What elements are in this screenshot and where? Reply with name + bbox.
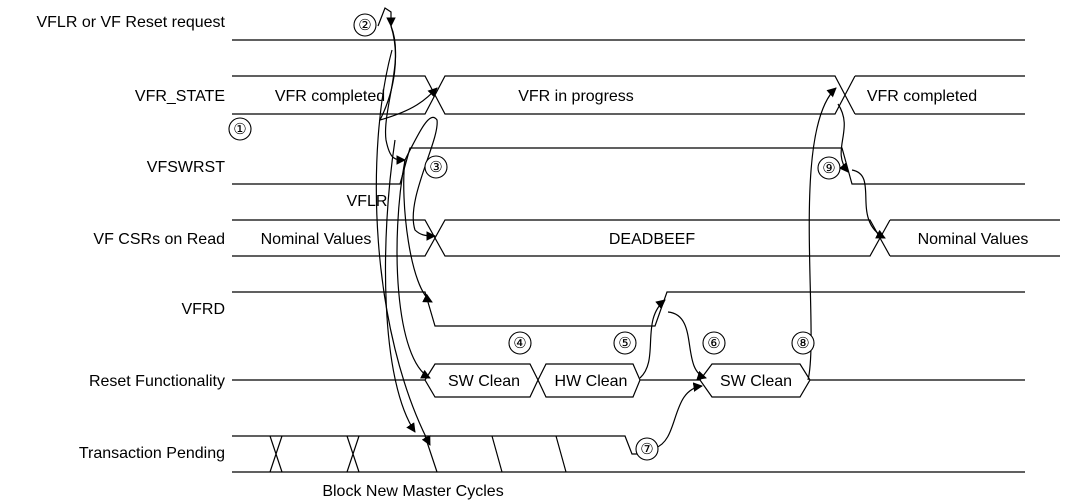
step-5-label: ⑤ — [618, 335, 631, 352]
state-vfr-in-progress: VFR in progress — [518, 88, 634, 105]
arrow-to-vfrd-low — [403, 159, 433, 303]
state-vfr-completed-1: VFR completed — [275, 88, 385, 105]
signal-label-reset-functionality: Reset Functionality — [89, 373, 225, 390]
arrow-vfr-to-vfswrst-fall — [837, 103, 849, 173]
state-vfr-completed-2: VFR completed — [867, 88, 977, 105]
reset-hw-clean: HW Clean — [555, 373, 628, 390]
step-1-label: ① — [233, 121, 246, 138]
step-6-label: ⑥ — [707, 335, 720, 352]
signal-label-vfr-state: VFR_STATE — [135, 88, 225, 105]
causality-arrows — [375, 7, 886, 449]
arrow-step2-up — [377, 7, 396, 27]
annotation-vflr: VFLR — [347, 193, 388, 210]
arrow-vfswrst-to-csr-nominal — [851, 169, 886, 239]
waveform-reset-functionality — [232, 363, 1025, 398]
step-9-circle — [817, 156, 841, 180]
csr-deadbeef: DEADBEEF — [609, 231, 695, 248]
step-8-circle — [791, 331, 815, 355]
signal-label-vflr-request: VFLR or VF Reset request — [36, 14, 225, 31]
step-8-label: ⑧ — [796, 335, 809, 352]
signal-label-transaction-pending: Transaction Pending — [79, 445, 225, 462]
annotation-block-new-master-cycles: Block New Master Cycles — [322, 483, 503, 500]
step-7-circle — [635, 437, 659, 461]
waveform-vfswrst — [232, 147, 1025, 185]
step-3-label: ③ — [429, 159, 442, 176]
signal-label-vfswrst: VFSWRST — [147, 159, 225, 176]
csr-nominal-values-2: Nominal Values — [918, 231, 1029, 248]
signal-label-vfrd: VFRD — [181, 301, 225, 318]
signal-label-vf-csrs-on-read: VF CSRs on Read — [93, 231, 225, 248]
step-2-label: ② — [358, 17, 371, 34]
step-4-circle — [508, 331, 532, 355]
waveform-transaction-pending — [232, 435, 1025, 473]
arrow-pending-to-sw-clean-2 — [654, 382, 703, 449]
arrow-to-block-master-2 — [375, 49, 431, 446]
step-4-label: ④ — [513, 335, 526, 352]
reset-sw-clean-2: SW Clean — [720, 373, 792, 390]
waveform-vfrd — [232, 291, 1025, 327]
step-7-label: ⑦ — [640, 441, 653, 458]
arrow-hw-to-vfrd-high — [639, 299, 666, 379]
step-3-circle — [424, 155, 448, 179]
step-2-circle — [353, 13, 377, 37]
step-9-label: ⑨ — [822, 160, 835, 177]
reset-sw-clean-1: SW Clean — [448, 373, 520, 390]
arrow-vfrd-to-sw-clean-2 — [667, 311, 707, 381]
csr-nominal-values-1: Nominal Values — [261, 231, 372, 248]
arrow-to-sw-clean-1 — [396, 159, 431, 379]
step-6-circle — [702, 331, 726, 355]
step-1-circle — [228, 117, 252, 141]
arrow-sw-clean-to-vfr-completed — [807, 87, 837, 381]
arrow-to-vfswrst-rise — [384, 25, 406, 165]
step-5-circle — [613, 331, 637, 355]
